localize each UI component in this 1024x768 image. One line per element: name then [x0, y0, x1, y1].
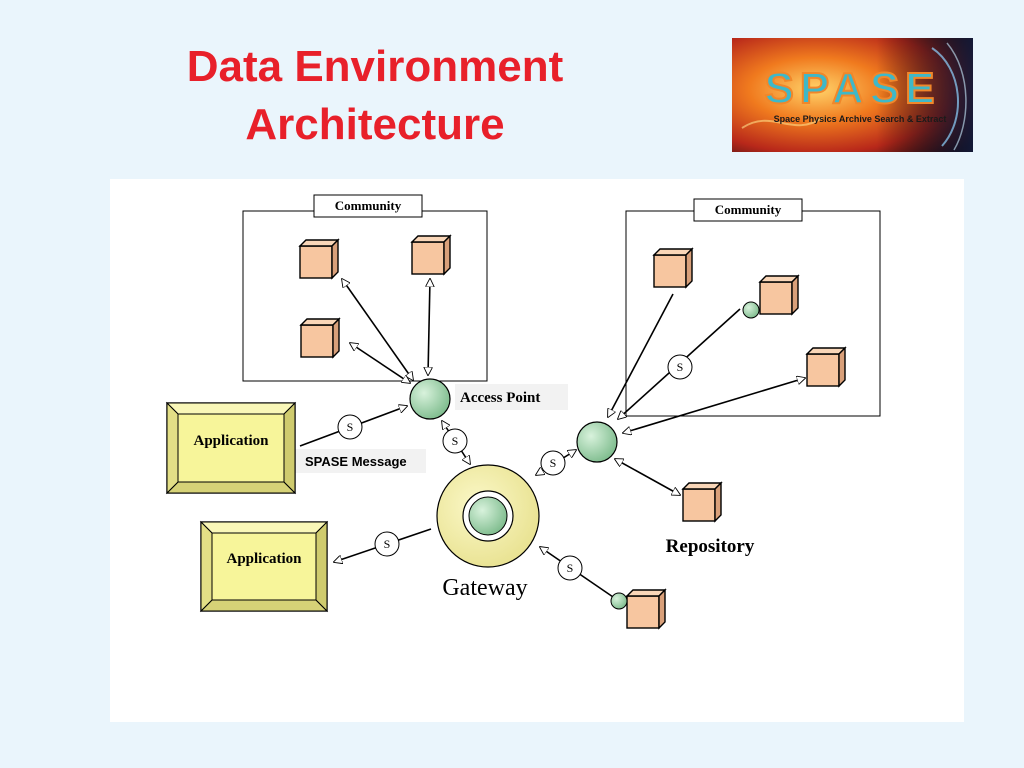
community-label-right-box — [693, 198, 803, 222]
s-marker-text: S — [550, 456, 557, 470]
spase-message-marker — [374, 531, 400, 557]
arrow-node-to-cube — [608, 293, 674, 417]
access-point-node — [409, 378, 451, 420]
community-label-left: Community — [335, 198, 402, 213]
spase-message-marker — [442, 428, 468, 454]
application-label-1: Application — [193, 433, 269, 449]
application-label-2: Application — [226, 551, 302, 567]
s-marker-text: S — [452, 434, 459, 448]
spase-message-label-box — [294, 449, 426, 473]
community-label-left-box — [313, 194, 423, 218]
s-marker-text: S — [677, 360, 684, 374]
data-cube — [299, 239, 339, 279]
access-point-label-box — [455, 384, 568, 410]
gateway-label: Gateway — [442, 575, 527, 601]
application-box-2: Application — [199, 520, 329, 613]
title-line-2: Architecture — [245, 100, 505, 149]
repository-label: Repository — [666, 536, 755, 557]
spase-message-marker — [667, 354, 693, 380]
slide-title: Data Environment Architecture — [120, 38, 630, 154]
s-marker-text: S — [347, 420, 354, 434]
arrow-cube-to-access — [428, 279, 430, 375]
small-node — [610, 592, 628, 610]
sun-background-icon — [732, 38, 973, 152]
architecture-diagram: Community Community — [165, 194, 881, 629]
repository-node — [576, 421, 618, 463]
spase-message-label: SPASE Message — [305, 454, 407, 469]
gateway-node — [468, 496, 508, 536]
arrow-cube-to-access — [350, 343, 410, 383]
arrow-node-to-repository — [615, 459, 680, 495]
arrow-cube-to-access — [342, 279, 413, 380]
spase-message-marker — [337, 414, 363, 440]
diagram-canvas: Community Community — [110, 179, 964, 722]
s-marker-text: S — [384, 537, 391, 551]
logo-subtitle: Space Physics Archive Search & Extract — [773, 114, 947, 124]
s-marker-text: S — [567, 561, 574, 575]
community-label-right: Community — [715, 202, 782, 217]
data-cube — [806, 347, 846, 387]
data-cube — [411, 235, 451, 275]
access-point-label: Access Point — [460, 390, 540, 406]
logo-wordmark: SPASE — [764, 63, 941, 114]
arrow-node-to-cube — [623, 378, 805, 433]
spase-message-marker — [557, 555, 583, 581]
spase-logo: SPASE Space Physics Archive Search & Ext… — [732, 38, 973, 152]
repository-cube — [682, 482, 722, 522]
data-cube — [653, 248, 693, 288]
data-cube — [626, 589, 666, 629]
data-cube — [300, 318, 340, 358]
title-line-1: Data Environment — [186, 42, 564, 91]
spase-message-marker — [540, 450, 566, 476]
small-node — [742, 301, 760, 319]
application-box-1: Application — [165, 401, 297, 495]
data-cube — [759, 275, 799, 315]
